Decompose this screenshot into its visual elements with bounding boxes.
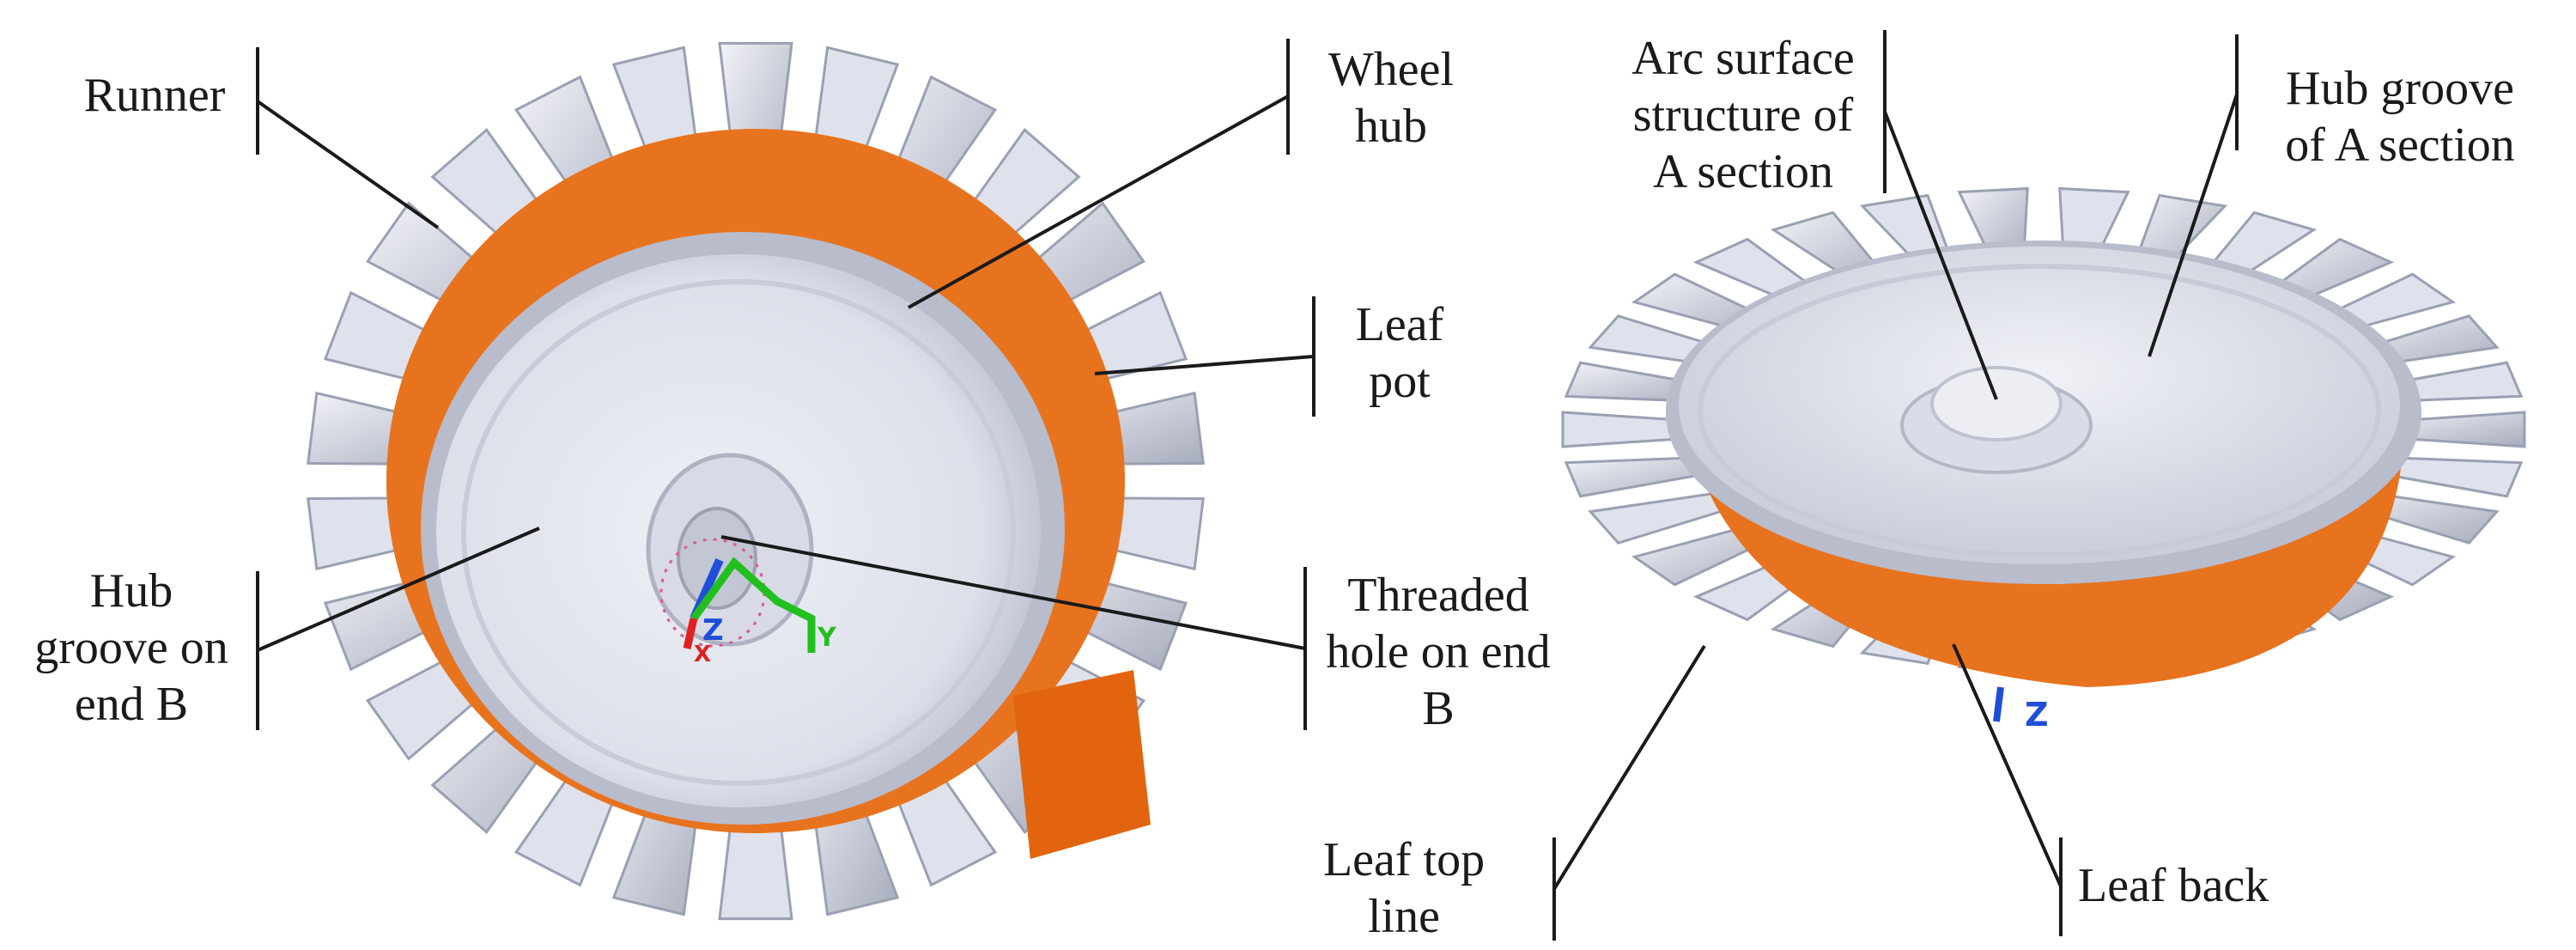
- right-runner-blade: [1588, 488, 1754, 545]
- right-hub-groove-ring: [1698, 264, 2381, 557]
- right-orange-band: [1683, 404, 2404, 687]
- right-arc-dome: [1930, 366, 2063, 442]
- left-axis-y-letter: Y: [817, 623, 837, 653]
- label-arc-surface-a: Arc surface structure of A section: [1631, 32, 1855, 198]
- label-runner: Runner: [83, 69, 226, 122]
- left-axis-x-letter: X: [694, 642, 711, 667]
- leader-leaf-back: [1952, 643, 2063, 887]
- left-axis-y-line: [690, 557, 816, 653]
- leader-hub-groove-b: [257, 527, 540, 652]
- left-orange-lower-pocket: [1013, 670, 1151, 859]
- leader-threaded-hole-b: [720, 535, 1306, 650]
- leader-arc-surface-a: [1883, 111, 1998, 400]
- leader-wheel-hub: [908, 94, 1289, 309]
- leader-hub-groove-a: [2148, 94, 2239, 357]
- left-axis-x-line: [683, 617, 698, 650]
- left-turbine-runner: Z Y X: [307, 41, 1205, 921]
- right-axis-z-line: [1993, 686, 2004, 722]
- leader-runner: [256, 100, 440, 229]
- left-axis-z-letter: Z: [702, 613, 724, 648]
- leader-lines: [256, 30, 2239, 941]
- left-threaded-hole: [677, 507, 757, 610]
- right-turbine-runner: Z: [1561, 186, 2526, 734]
- leader-leaf-top-line: [1552, 644, 1706, 891]
- label-wheel-hub: Wheel hub: [1327, 43, 1455, 153]
- left-hub-groove-ring: [461, 279, 1016, 786]
- label-hub-groove-a: Hub groove of A section: [2285, 62, 2515, 172]
- label-hub-groove-b: Hub groove on end B: [34, 564, 228, 731]
- label-leaf-pot: Leaf pot: [1355, 298, 1444, 408]
- leader-leaf-pot: [1094, 355, 1315, 375]
- label-leaf-back: Leaf back: [2078, 859, 2269, 912]
- right-axis-z-letter: Z: [2025, 696, 2049, 734]
- label-leaf-top-line: Leaf top line: [1322, 833, 1485, 943]
- label-threaded-hole-b: Threaded hole on end B: [1326, 569, 1551, 735]
